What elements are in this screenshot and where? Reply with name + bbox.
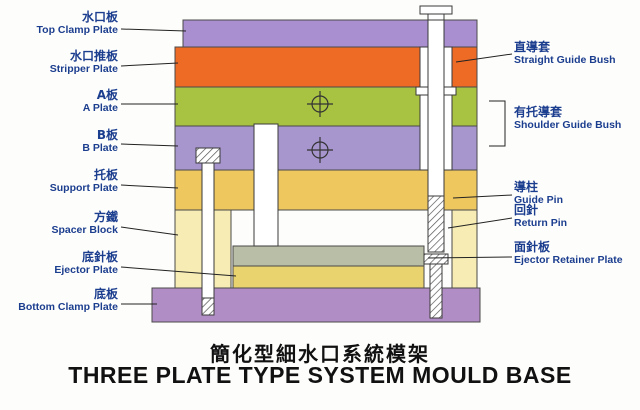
label-stripper-plate-en: Stripper Plate [49,63,118,75]
label-support-plate-zh: 托板 [93,168,118,182]
leader-stripper-plate [120,62,179,67]
leader-ejector-retainer-plate [427,256,513,259]
puller-bolt-thread [201,297,215,316]
spacer-block-right [451,209,478,289]
ejector-plate [232,265,425,289]
label-bottom-clamp-plate: 底板 Bottom Clamp Plate [0,287,118,313]
label-stripper-plate: 水口推板 Stripper Plate [0,49,118,75]
leader-shoulder-guide-bush-bracket [489,100,506,147]
label-bottom-clamp-plate-en: Bottom Clamp Plate [18,301,118,313]
return-pin-head [423,253,449,265]
label-spacer-block-en: Spacer Block [51,224,118,236]
label-top-clamp-plate-zh: 水口板 [81,10,118,24]
screw-hole-mark-b-plate [307,137,333,163]
leader-spacer-block [120,226,179,236]
leader-support-plate [120,184,179,189]
label-ejector-plate-zh: 底針板 [81,250,118,264]
label-b-plate-en: B Plate [82,142,118,154]
label-top-clamp-plate-en: Top Clamp Plate [36,24,118,36]
label-bottom-clamp-plate-zh: 底板 [93,287,118,301]
leader-ejector-plate [120,266,237,277]
page-title-chinese: 簡化型細水口系統模架 [210,342,430,366]
guide-pin-fitted-section [427,195,445,253]
leader-return-pin [447,217,513,229]
leader-guide-pin [452,194,513,199]
label-return-pin-zh: 回針 [514,203,539,217]
label-a-plate-en: A Plate [82,102,118,114]
guide-pin-shaft [427,19,445,197]
label-shoulder-guide-bush-zh: 有托導套 [514,105,563,119]
label-support-plate: 托板 Support Plate [0,168,118,194]
label-b-plate: B板 B Plate [0,128,118,154]
label-guide-pin: 導柱 Guide Pin [514,180,640,206]
leader-b-plate [120,143,179,147]
label-ejector-retainer-plate-en: Ejector Retainer Plate [514,254,623,266]
label-a-plate: A板 A Plate [0,88,118,114]
label-b-plate-zh: B板 [96,128,118,142]
guide-pin-neck [427,13,445,21]
leader-straight-guide-bush [455,53,513,63]
label-ejector-plate: 底針板 Ejector Plate [0,250,118,276]
label-spacer-block: 方鐵 Spacer Block [0,210,118,236]
guide-pin-head [419,5,453,15]
label-a-plate-zh: A板 [96,88,118,102]
straight-guide-bush-left-wall [419,46,429,171]
label-shoulder-guide-bush: 有托導套 Shoulder Guide Bush [514,105,640,131]
label-ejector-retainer-plate-zh: 面針板 [514,240,551,254]
label-straight-guide-bush-en: Straight Guide Bush [514,54,616,66]
label-ejector-retainer-plate: 面針板 Ejector Retainer Plate [514,240,640,266]
ejector-retainer-plate [232,245,425,267]
label-spacer-block-zh: 方鐵 [93,210,118,224]
label-straight-guide-bush: 直導套 Straight Guide Bush [514,40,640,66]
label-return-pin-en: Return Pin [514,217,568,229]
page-title-english: THREE PLATE TYPE SYSTEM MOULD BASE [68,362,572,388]
label-top-clamp-plate: 水口板 Top Clamp Plate [0,10,118,36]
label-stripper-plate-zh: 水口推板 [69,49,118,63]
puller-bolt-shaft [201,162,215,299]
screw-hole-mark-a-plate [307,91,333,117]
straight-guide-bush-right-wall [443,46,453,171]
label-straight-guide-bush-zh: 直導套 [514,40,551,54]
label-shoulder-guide-bush-en: Shoulder Guide Bush [514,119,622,131]
support-pillar [253,123,279,247]
label-support-plate-en: Support Plate [49,182,118,194]
leader-top-clamp-plate [120,28,187,32]
return-pin-shaft [429,263,443,319]
support-plate [174,169,478,211]
label-return-pin: 回針 Return Pin [514,203,640,229]
puller-bolt-head [195,147,221,164]
label-guide-pin-en: Guide Pin [514,194,564,206]
label-ejector-plate-en: Ejector Plate [54,264,118,276]
label-guide-pin-zh: 導柱 [514,180,539,194]
